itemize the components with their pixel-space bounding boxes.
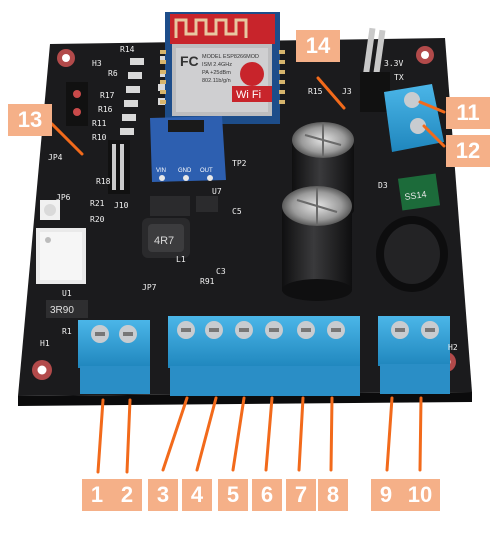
- line-10: [418, 396, 423, 472]
- terminal-block-left: [78, 320, 150, 394]
- label-h2: H2: [448, 343, 458, 352]
- mounting-hole-top-right: [416, 46, 434, 64]
- inductor-4r7: 4R7: [142, 218, 190, 258]
- esp-marking-1: MODEL ESP8266MOD: [202, 54, 259, 60]
- fcc-logo: FC: [180, 53, 199, 69]
- callout-3: 3: [148, 479, 178, 511]
- label-r10: R10: [92, 133, 107, 142]
- callout-1: 1: [82, 479, 112, 511]
- label-h3: H3: [92, 59, 102, 68]
- label-c3: C3: [216, 267, 226, 276]
- callout-10: 10: [400, 479, 440, 511]
- silkscreen-labels: H3 R14 R6 R17 R16 R11 R10 JP4 JP6 R18 J1…: [40, 45, 458, 352]
- label-r18: R18: [96, 177, 111, 186]
- line-6: [264, 396, 274, 472]
- mounting-hole-h3: [57, 49, 75, 67]
- regulator-board: VIN GND OUT: [150, 116, 226, 182]
- label-tx: TX: [394, 73, 404, 82]
- line-3: [161, 396, 189, 472]
- callout-5: 5: [218, 479, 248, 511]
- esp8266-module: FC MODEL ESP8266MOD ISM 2.4GHz PA +25dBm…: [160, 12, 285, 124]
- reg-pin-gnd: GND: [178, 168, 192, 174]
- reg-pin-out: OUT: [200, 168, 213, 174]
- round-inductor: [376, 216, 448, 292]
- label-jp4: JP4: [48, 153, 63, 162]
- label-r6: R6: [108, 69, 118, 78]
- label-r14: R14: [120, 45, 135, 54]
- callout-9: 9: [371, 479, 401, 511]
- header-j8: [66, 82, 88, 126]
- terminal-block-center: [168, 316, 360, 396]
- label-r91: R91: [200, 277, 215, 286]
- terminal-block-right: [378, 316, 450, 394]
- line-1: [96, 398, 105, 474]
- line-14: [316, 76, 346, 110]
- label-r21: R21: [90, 199, 105, 208]
- label-r15: R15: [308, 87, 323, 96]
- mounting-hole-h1: [32, 360, 52, 380]
- diode-ss14: SS14: [397, 173, 441, 211]
- label-r20: R20: [90, 215, 105, 224]
- led-white: [40, 200, 60, 220]
- esp-marking-3: PA +25dBm: [202, 70, 231, 76]
- label-r1: R1: [62, 327, 72, 336]
- line-11: [418, 100, 446, 114]
- callout-8: 8: [318, 479, 348, 511]
- callout-14: 14: [296, 30, 340, 62]
- terminal-block-top-right: [384, 84, 444, 152]
- label-c5: C5: [232, 207, 242, 216]
- smd-ic: [150, 196, 218, 216]
- line-4: [195, 396, 218, 472]
- diode-marking: SS14: [404, 189, 427, 202]
- esp-marking-4: 802.11b/g/n: [202, 78, 231, 84]
- label-jp7: JP7: [142, 283, 157, 292]
- callout-lines: [50, 76, 446, 474]
- callout-4: 4: [182, 479, 212, 511]
- line-2: [125, 398, 132, 474]
- callout-7: 7: [286, 479, 316, 511]
- label-r16: R16: [98, 105, 113, 114]
- label-u7: U7: [212, 187, 222, 196]
- label-u1: U1: [62, 289, 72, 298]
- label-d3: D3: [378, 181, 388, 190]
- label-h1: H1: [40, 339, 50, 348]
- line-7: [297, 396, 305, 472]
- callout-6: 6: [252, 479, 282, 511]
- inductor-marking: 4R7: [154, 235, 174, 247]
- line-8: [329, 396, 334, 472]
- label-jp6: JP6: [56, 193, 71, 202]
- label-3v3: 3.3V: [384, 59, 403, 68]
- callout-2: 2: [112, 479, 142, 511]
- line-9: [385, 396, 394, 472]
- label-tp2: TP2: [232, 159, 247, 168]
- label-j3: J3: [342, 87, 352, 96]
- optocoupler-u1: [36, 228, 86, 284]
- header-j10: [108, 140, 130, 194]
- pcb-board: [18, 38, 472, 396]
- callout-13: 13: [8, 104, 52, 136]
- label-j10: J10: [114, 201, 129, 210]
- label-r17: R17: [100, 91, 115, 100]
- callout-12: 12: [446, 135, 490, 167]
- line-12: [422, 124, 446, 148]
- capacitor-bottom: [282, 186, 352, 301]
- reg-pin-vin: VIN: [156, 168, 166, 174]
- wifi-logo: Wi Fi: [236, 89, 261, 101]
- resistor-3r90: 3R90: [46, 300, 88, 318]
- line-13: [50, 122, 84, 156]
- line-5: [231, 396, 246, 472]
- r390-marking: 3R90: [50, 305, 74, 316]
- esp-marking-2: ISM 2.4GHz: [202, 62, 232, 68]
- callout-11: 11: [446, 97, 490, 129]
- label-l1: L1: [176, 255, 186, 264]
- label-r11: R11: [92, 119, 107, 128]
